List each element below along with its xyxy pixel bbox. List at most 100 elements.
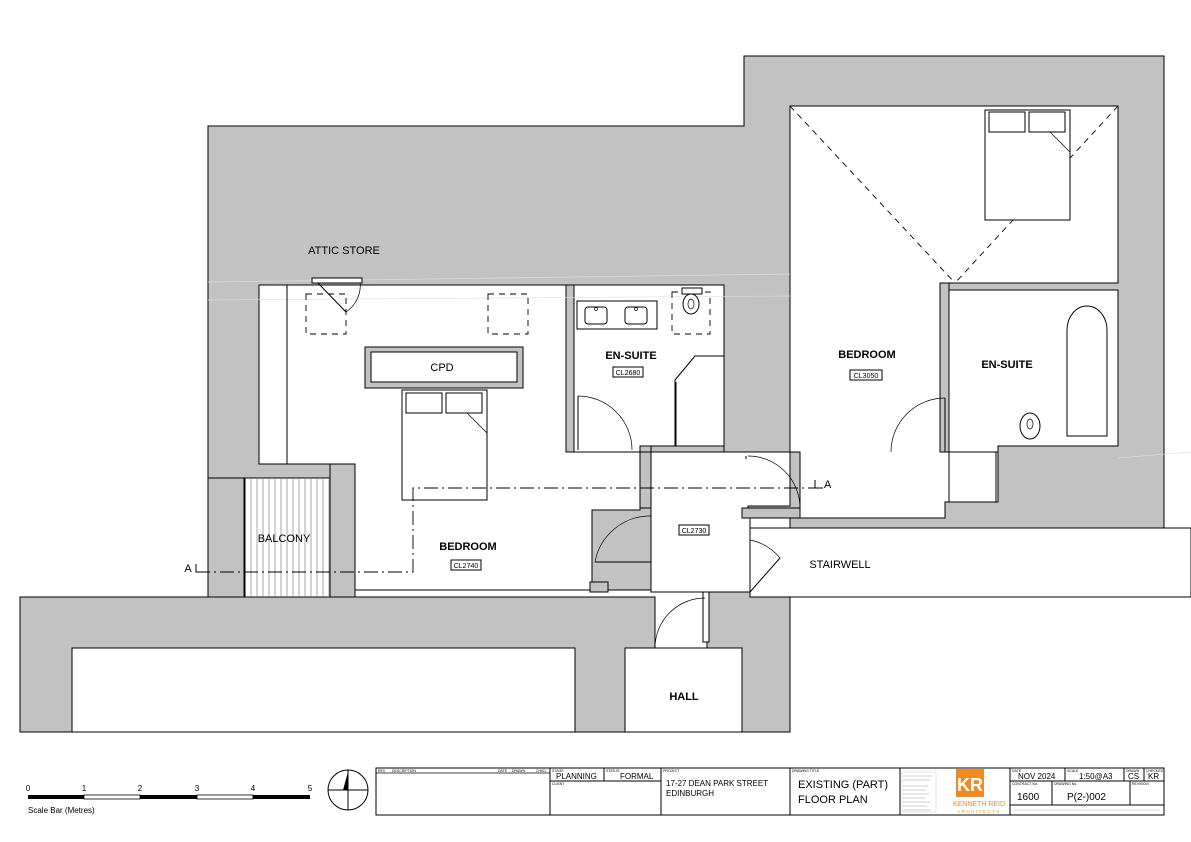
stairwell-void	[749, 527, 1191, 598]
bathtub	[1066, 305, 1108, 437]
label-ensuite-right: EN-SUITE	[981, 359, 1032, 371]
scale-tick: 5	[308, 784, 313, 793]
label-bedroom-left: BEDROOM	[439, 541, 496, 553]
double-basin-left	[576, 300, 658, 330]
partition-wall	[639, 451, 652, 509]
logo-block-icon	[956, 769, 984, 797]
project-line1: 17-27 DEAN PARK STREET	[666, 779, 768, 788]
contract-label: CONTRACT No.	[1012, 782, 1038, 786]
scale-segment	[140, 795, 197, 799]
scale-label: SCALE	[1067, 769, 1079, 773]
checked-label: CHECKED	[1146, 769, 1164, 773]
scale-segment	[83, 794, 141, 800]
stage-value: PLANNING	[556, 772, 597, 781]
scale-tick: 3	[195, 784, 200, 793]
rev-header: REV	[378, 769, 386, 773]
tag-box	[612, 366, 644, 378]
stage-header: STAGE	[552, 769, 564, 773]
status-value: FORMAL	[620, 772, 654, 781]
north-point	[327, 769, 369, 811]
landing-door-left	[594, 515, 652, 563]
wc-right	[1019, 412, 1041, 440]
rooflight-outline	[487, 293, 529, 335]
rooflight-diagonals	[789, 105, 1119, 284]
partition-wall	[565, 284, 575, 453]
label-attic-store: ATTIC STORE	[308, 245, 380, 257]
label-stairwell: STAIRWELL	[809, 559, 870, 571]
checked-header: CHKD	[536, 769, 546, 773]
hall-void	[624, 647, 743, 733]
wc-left	[671, 287, 711, 335]
tag-bedroom-left: CL2740	[454, 563, 479, 570]
date-value: NOV 2024	[1018, 772, 1056, 781]
stairwell-door	[749, 539, 781, 593]
column	[589, 581, 609, 593]
partition-wall	[329, 463, 356, 598]
hall-door	[654, 591, 710, 649]
drawn-label: DRAWN	[1126, 769, 1140, 773]
drawing-title-line2: FLOOR PLAN	[798, 794, 868, 806]
date-label: DATE	[1012, 769, 1022, 773]
label-bedroom-right: BEDROOM	[838, 349, 895, 361]
revision-label: REVISION	[1132, 782, 1149, 786]
tag-ensuite-left: CL2680	[616, 370, 641, 377]
project-header: PROJECT	[663, 769, 680, 773]
scale-bar: 0 1 2 3 4 5 Scale Bar (Metres)	[26, 784, 313, 815]
project-line2: EDINBURGH	[666, 789, 714, 798]
cpd-cupboard	[364, 346, 524, 389]
tag-box	[450, 559, 482, 571]
partition-wall	[741, 507, 801, 519]
tag-box	[678, 524, 710, 536]
drawing-no-label: DRAWING No.	[1054, 782, 1077, 786]
drawing-no-value: P(2-)002	[1067, 792, 1106, 803]
drawn-value: CS	[1128, 772, 1139, 781]
firm-address-block	[901, 771, 937, 813]
drawing-title-header: DRAWING TITLE	[792, 769, 820, 773]
lower-room-void	[71, 647, 576, 733]
scale-value: 1:50@A3	[1079, 772, 1113, 781]
status-header: STATUS	[606, 769, 620, 773]
room-labels: ATTIC STORE CPD EN-SUITE CL2680 BEDROOM …	[184, 245, 1032, 703]
firm-logo: KR KENNETH REID ARCHITECTS	[953, 769, 1005, 814]
drawn-header: DRAWN	[512, 769, 526, 773]
bedroom-right-door	[745, 455, 801, 509]
label-cpd: CPD	[430, 362, 453, 374]
shower-enclosure-left	[674, 355, 725, 447]
scale-segment	[196, 794, 254, 800]
firm-sub: ARCHITECTS	[957, 809, 1001, 814]
rooflight-outline	[305, 293, 347, 335]
contract-value: 1600	[1017, 792, 1040, 803]
tag-landing: CL2730	[682, 528, 707, 535]
bed-left	[401, 389, 488, 501]
drawing-title-line1: EXISTING (PART)	[798, 779, 888, 791]
scale-tick: 2	[138, 784, 143, 793]
logo-monogram: KR	[957, 775, 983, 795]
title-block: REV DESCRIPTION DATE DRAWN CHKD STAGE PL…	[375, 767, 1165, 816]
internal-walls	[207, 282, 950, 598]
ensuite-right-door	[890, 397, 946, 453]
scale-tick: 0	[26, 784, 31, 793]
client-header: CLIENT	[552, 782, 565, 786]
north-arrow-icon	[343, 772, 348, 790]
partition-wall	[650, 445, 725, 453]
section-marker-left: A	[184, 563, 192, 575]
attic-store-door	[311, 277, 363, 313]
balcony	[244, 477, 331, 598]
checked-value: KR	[1148, 772, 1159, 781]
label-balcony: BALCONY	[258, 533, 311, 545]
ensuite-left-door	[577, 395, 633, 451]
scale-tick: 1	[82, 784, 87, 793]
scale-segment	[28, 795, 84, 799]
scale-tick: 4	[251, 784, 256, 793]
scale-caption: Scale Bar (Metres)	[28, 806, 95, 815]
balcony-deck	[244, 477, 331, 598]
bed-right	[984, 109, 1071, 221]
description-header: DESCRIPTION	[392, 769, 416, 773]
scale-segment	[253, 795, 310, 799]
label-ensuite-left: EN-SUITE	[605, 350, 656, 362]
section-marker-right: A	[824, 479, 832, 491]
tag-bedroom-right: CL3050	[854, 373, 879, 380]
balcony-wall	[207, 477, 245, 598]
firm-name: KENNETH REID	[953, 801, 1005, 808]
